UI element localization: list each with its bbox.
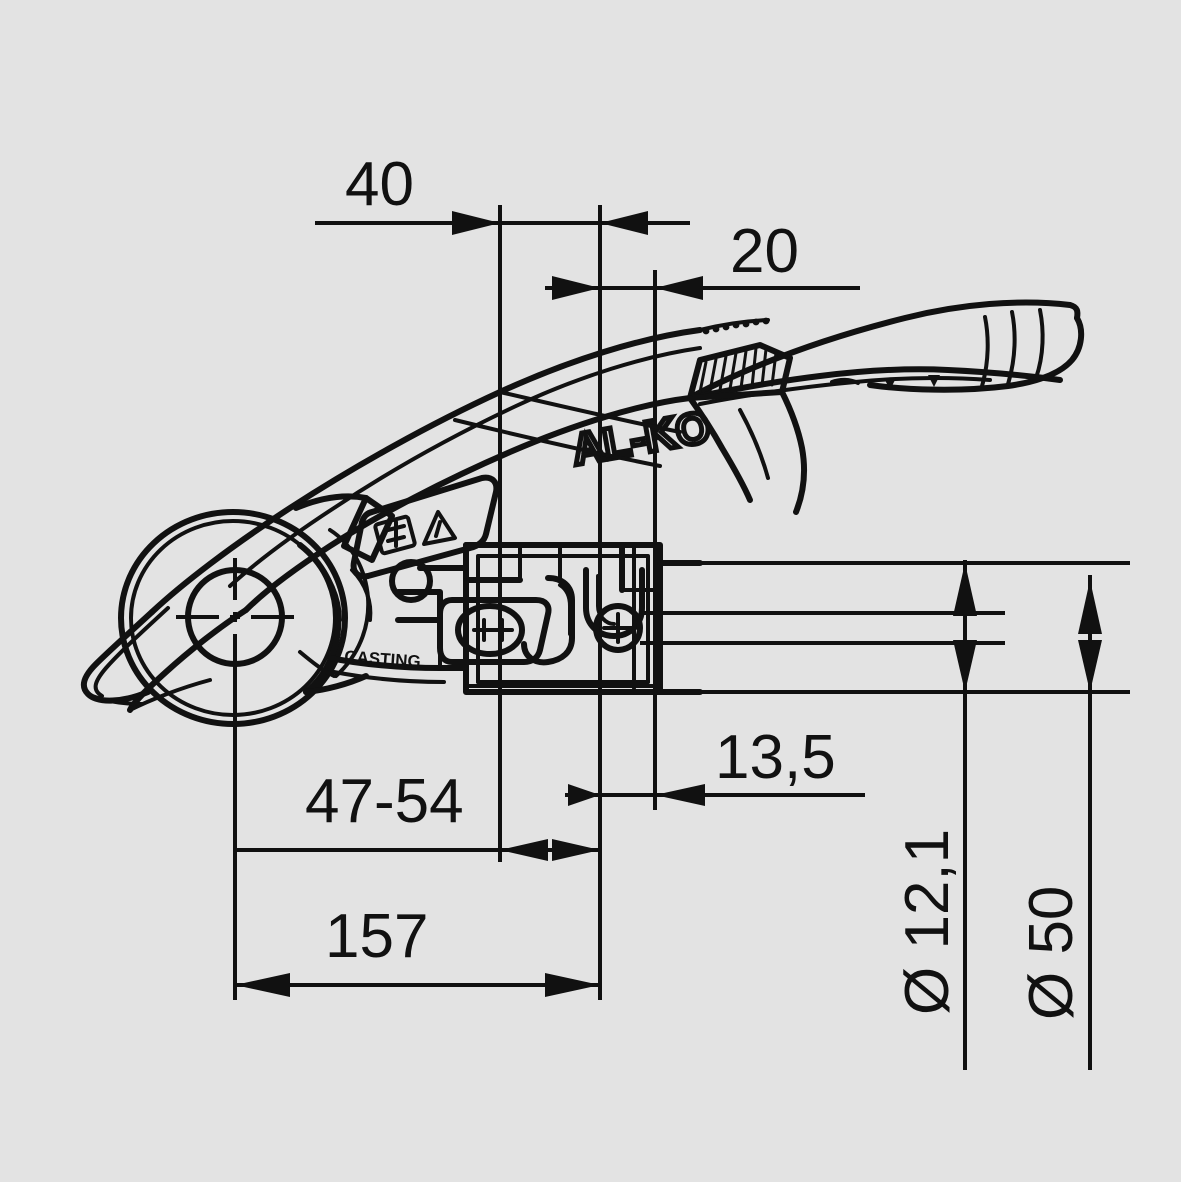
body-panel-lines: [453, 389, 807, 515]
dimension-47-54: 47-54: [235, 767, 600, 861]
dimension-135-label: 13,5: [715, 723, 836, 792]
ball-lock-mechanism: [437, 567, 645, 666]
dimension-40-label: 40: [345, 150, 414, 219]
coupling-shaft: [657, 560, 703, 695]
warning-triangle-icon: [422, 510, 457, 546]
casting-emboss-area: CASTING: [298, 647, 469, 684]
dimension-dia-12-1: Ø 12,1: [893, 563, 977, 1015]
dimension-dia-12-1-label: Ø 12,1: [893, 829, 962, 1015]
dimension-dia-50-label: Ø 50: [1017, 886, 1086, 1020]
construction-details: [438, 543, 662, 694]
lever-handle: [687, 299, 1085, 406]
coupling-hub: [118, 509, 348, 727]
dimension-40: 40: [315, 150, 690, 235]
square-lock-icon: [373, 514, 417, 556]
hub-center-mark: [176, 558, 294, 700]
dimension-157-label: 157: [325, 902, 428, 971]
ribbed-grip: [687, 317, 793, 401]
dimension-47-54-label: 47-54: [305, 767, 464, 836]
dimension-157: 157: [235, 902, 600, 997]
coupling-assembly-illustration: AL-KO: [80, 299, 1085, 727]
lock-cross-marks: [472, 618, 514, 642]
dimension-dia-50: Ø 50: [1017, 580, 1102, 1020]
dimension-20: 20: [545, 217, 860, 300]
dimension-20-label: 20: [730, 217, 799, 286]
coupling-upper-shell: [80, 327, 703, 713]
dimension-135: 13,5: [565, 723, 865, 806]
casting-text: CASTING: [344, 647, 422, 671]
